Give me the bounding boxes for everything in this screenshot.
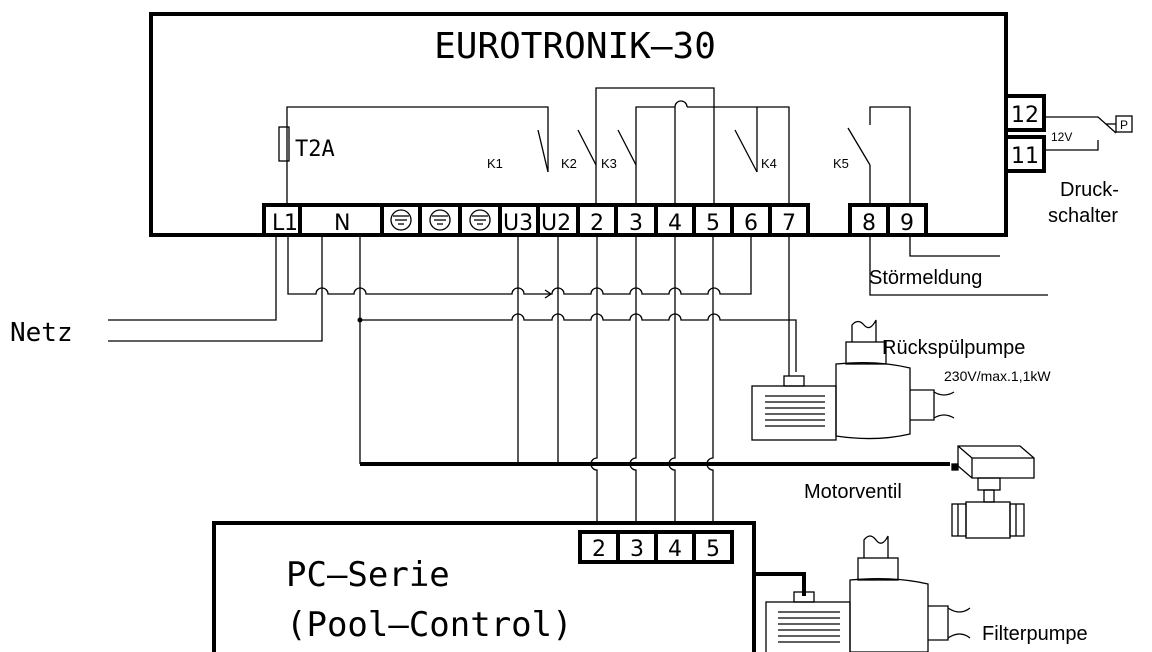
fuse-label: T2A: [295, 137, 335, 162]
terminal-8: 8: [862, 211, 876, 236]
pressure-p-symbol: P: [1120, 118, 1128, 132]
terminal-7: 7: [782, 211, 796, 236]
controller-title: EUROTRONIK–30: [434, 26, 716, 67]
terminal-1: 1: [284, 211, 298, 236]
relay-label-k5: K5: [833, 156, 849, 171]
eurotronik-housing: [149, 12, 1008, 237]
pressure-voltage: 12V: [1051, 130, 1072, 144]
terminal-11-box: [1004, 135, 1046, 173]
terminal-3: 3: [629, 211, 643, 236]
pool-control-terminals: [578, 530, 734, 564]
internal-wiring: [278, 87, 911, 205]
terminal-6: 6: [744, 211, 758, 236]
filterpump-link: [754, 572, 806, 596]
terminal-L: L: [272, 211, 285, 236]
earth-icon: [390, 209, 491, 231]
stoermeldung-label: Störmeldung: [869, 267, 982, 289]
backwash-pump-icon: [751, 319, 955, 441]
terminal-2: 2: [590, 211, 604, 236]
pressure-switch-label-1: Druck-: [1060, 179, 1119, 201]
netz-label: Netz: [10, 318, 73, 348]
pc-terminal-3: 3: [630, 537, 644, 562]
terminal-N: N: [334, 211, 350, 236]
motorventil-label: Motorventil: [804, 481, 902, 503]
terminal-9: 9: [900, 211, 914, 236]
pool-control-title: PC—Serie: [286, 555, 450, 595]
pressure-switch-wiring: [1044, 115, 1133, 151]
relay-label-k4: K4: [761, 156, 777, 171]
filterpumpe-label: Filterpumpe: [982, 623, 1088, 645]
pool-control-subtitle: (Pool—Control): [286, 605, 573, 645]
pc-terminal-4: 4: [668, 537, 682, 562]
terminal-12-box: [1004, 94, 1046, 132]
motor-valve-icon: [951, 445, 1035, 539]
external-wiring: [108, 235, 1048, 532]
pc-terminal-2: 2: [592, 537, 606, 562]
terminal-5: 5: [706, 211, 720, 236]
rueckspuelpumpe-spec: 230V/max.1,1kW: [944, 368, 1051, 384]
pressure-switch-label-2: schalter: [1048, 205, 1118, 227]
pc-terminal-5: 5: [706, 537, 720, 562]
terminal-U3: U3: [503, 211, 533, 236]
terminal-11: 11: [1011, 144, 1039, 169]
terminal-12: 12: [1011, 103, 1039, 128]
terminal-U2: U2: [541, 211, 571, 236]
relay-label-k1: K1: [487, 156, 503, 171]
relay-label-k3: K3: [601, 156, 617, 171]
terminal-4: 4: [668, 211, 682, 236]
rueckspuelpumpe-label: Rückspülpumpe: [882, 337, 1025, 359]
filter-pump-icon: [765, 535, 971, 652]
relay-label-k2: K2: [561, 156, 577, 171]
